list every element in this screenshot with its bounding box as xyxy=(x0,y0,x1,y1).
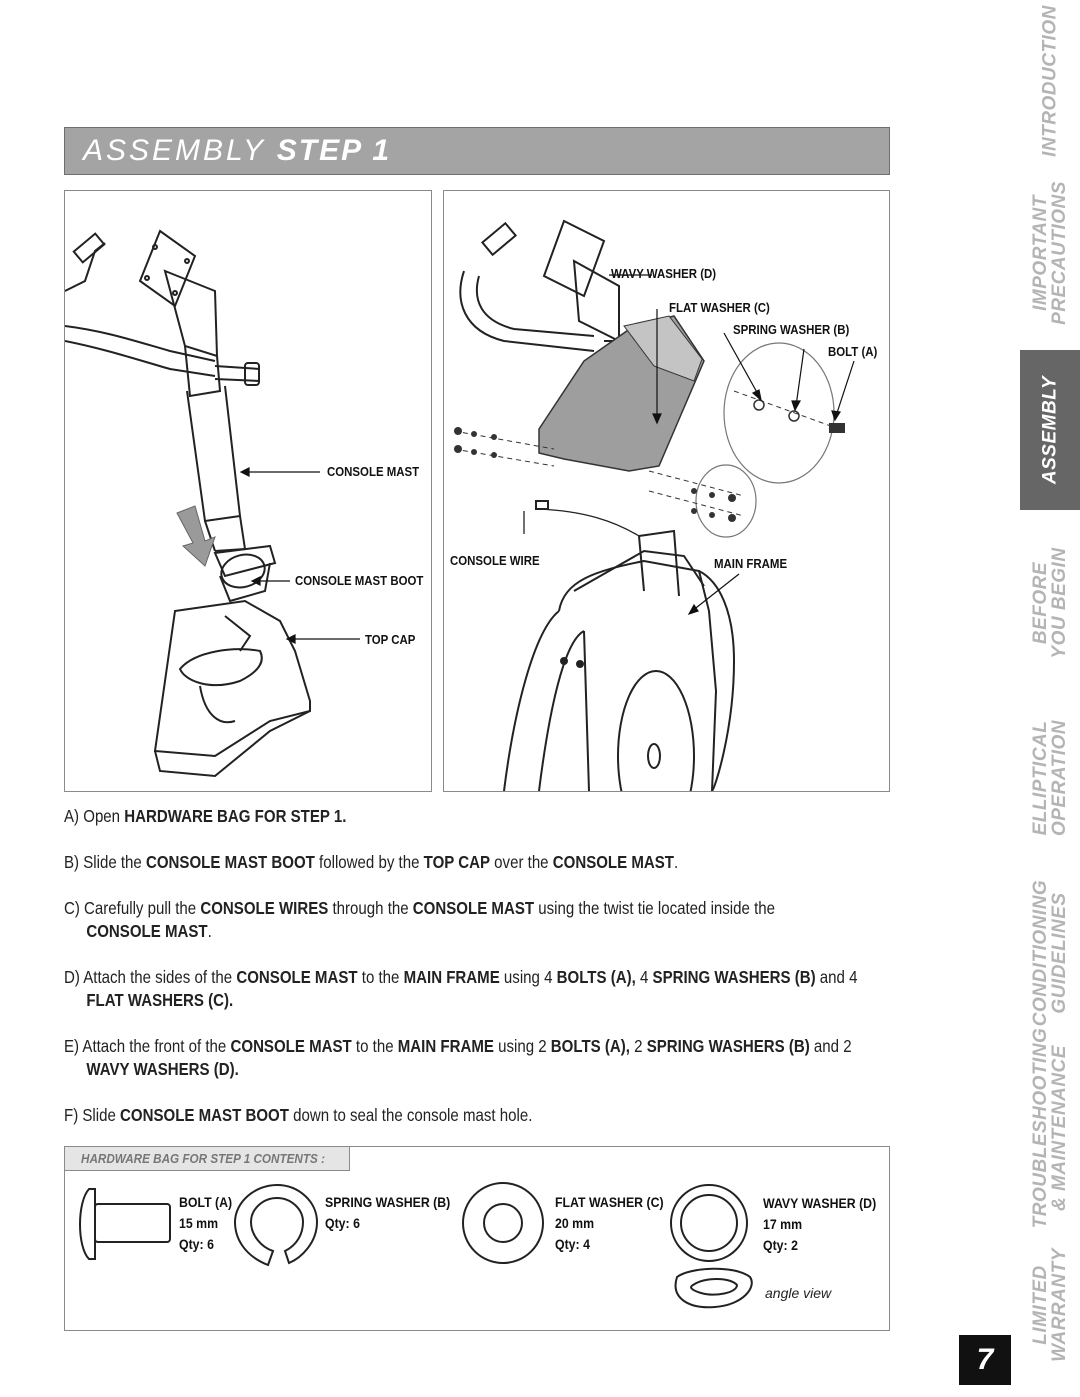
step-f: F) Slide CONSOLE MAST BOOT down to seal … xyxy=(64,1105,533,1125)
step-c: C) Carefully pull the CONSOLE WIRES thro… xyxy=(64,898,776,941)
spring-washer-icon xyxy=(233,1183,319,1267)
callout-top-cap: TOP CAP xyxy=(365,632,416,647)
callout-flat-washer: FLAT WASHER (C) xyxy=(669,300,770,315)
hardware-item-wavy-washer: WAVY WASHER (D) 17 mm Qty: 2 xyxy=(763,1195,877,1253)
hardware-bag-contents: HARDWARE BAG FOR STEP 1 CONTENTS : BOLT … xyxy=(64,1146,890,1331)
callout-console-mast: CONSOLE MAST xyxy=(327,464,420,479)
tab-introduction[interactable]: INTRODUCTION xyxy=(1039,5,1061,157)
callout-main-frame: MAIN FRAME xyxy=(714,556,788,571)
wavy-washer-icon xyxy=(670,1184,748,1262)
wavy-washer-angle-icon xyxy=(674,1267,753,1309)
tab-assembly[interactable]: ASSEMBLY xyxy=(1020,350,1080,510)
callout-console-wire: CONSOLE WIRE xyxy=(450,553,540,568)
callout-wavy-washer: WAVY WASHER (D) xyxy=(611,266,717,281)
step-d: D) Attach the sides of the CONSOLE MAST … xyxy=(64,967,858,1010)
callout-bolt: BOLT (A) xyxy=(828,344,878,359)
step-e: E) Attach the front of the CONSOLE MAST … xyxy=(64,1036,852,1079)
page-number: 7 xyxy=(959,1335,1011,1385)
callout-spring-washer: SPRING WASHER (B) xyxy=(733,322,850,337)
hardware-bag-heading: HARDWARE BAG FOR STEP 1 CONTENTS : xyxy=(65,1147,350,1171)
figure-mast-to-frame: WAVY WASHER (D) FLAT WASHER (C) SPRING W… xyxy=(443,190,890,792)
section-title: ASSEMBLY STEP 1 xyxy=(83,134,392,167)
hardware-illustrations xyxy=(79,1182,753,1309)
hardware-item-bolt: BOLT (A) 15 mm Qty: 6 xyxy=(179,1194,233,1252)
step-b: B) Slide the CONSOLE MAST BOOT followed … xyxy=(64,852,679,872)
angle-view-caption: angle view xyxy=(765,1285,832,1301)
console-mast-illustration xyxy=(65,229,360,778)
step-a: A) Open HARDWARE BAG FOR STEP 1. xyxy=(64,806,347,826)
main-frame-illustration xyxy=(453,219,855,791)
section-header: ASSEMBLY STEP 1 xyxy=(64,127,890,175)
tab-troubleshooting-maintenance[interactable]: TROUBLESHOOTING& MAINTENANCE xyxy=(1030,1027,1070,1228)
hardware-item-spring-washer: SPRING WASHER (B) Qty: 6 xyxy=(325,1194,451,1231)
callout-console-mast-boot: CONSOLE MAST BOOT xyxy=(295,573,424,588)
flat-washer-icon xyxy=(462,1182,544,1264)
hardware-item-flat-washer: FLAT WASHER (C) 20 mm Qty: 4 xyxy=(555,1194,664,1252)
bolt-icon xyxy=(79,1188,96,1260)
figure-console-mast-boot: CONSOLE MAST CONSOLE MAST BOOT TOP CAP xyxy=(64,190,432,792)
